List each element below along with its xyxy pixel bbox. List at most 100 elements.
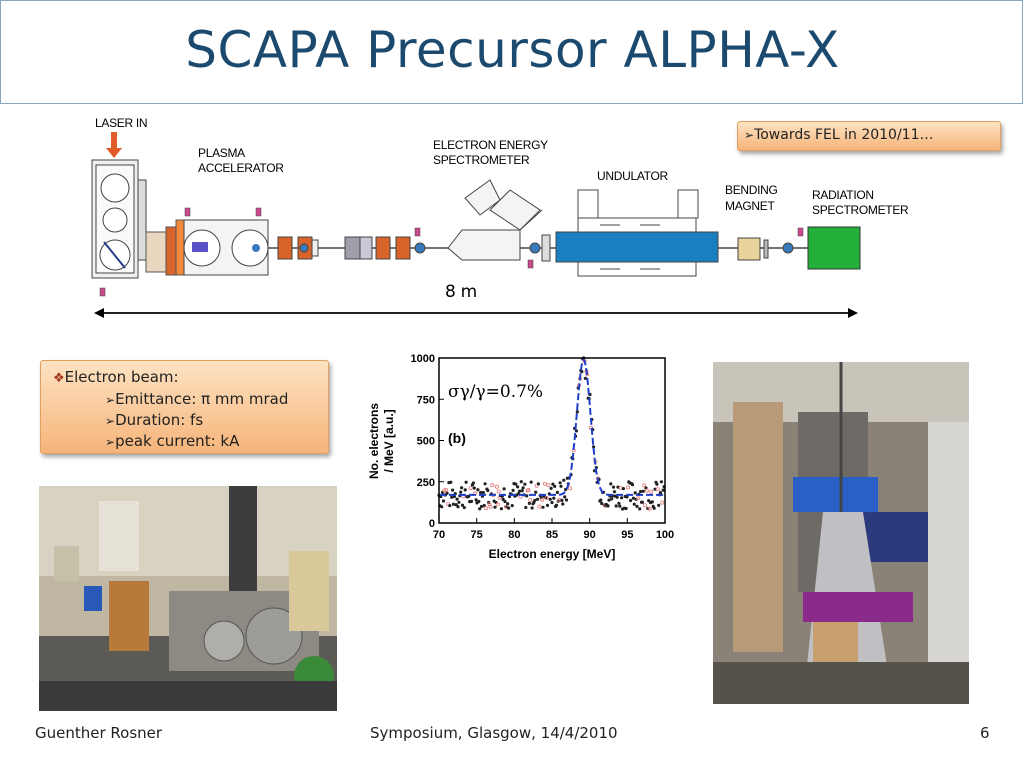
data-point <box>517 489 522 493</box>
data-point <box>612 490 616 494</box>
data-point <box>625 485 630 490</box>
label-espec: SPECTROMETER <box>433 153 530 167</box>
data-point <box>482 503 486 508</box>
y-tick-label: 250 <box>417 477 435 489</box>
lab-photo-right-image <box>713 362 969 704</box>
data-point <box>449 480 453 484</box>
data-point <box>599 498 603 502</box>
data-point <box>526 487 531 492</box>
undulator-magnet <box>555 189 719 277</box>
data-point <box>641 489 645 493</box>
data-point <box>502 487 506 491</box>
data-point <box>456 505 460 509</box>
y-tick-label: 1000 <box>411 353 435 365</box>
data-point <box>503 499 507 504</box>
y-axis-label-line2: / MeV [a.u.] <box>382 409 396 472</box>
label-length: 8 m <box>445 282 477 302</box>
data-point <box>620 496 624 500</box>
x-tick-label: 85 <box>546 529 558 541</box>
arrow-bullet-icon: ➢ <box>105 393 116 407</box>
data-point <box>560 498 564 502</box>
data-point <box>442 488 447 493</box>
data-point <box>483 482 487 486</box>
data-point <box>631 496 635 500</box>
lab-photo-right <box>713 362 969 704</box>
data-point <box>476 488 480 492</box>
data-point <box>592 445 596 449</box>
data-point <box>630 483 635 487</box>
x-tick-label: 95 <box>621 529 633 541</box>
data-point <box>638 507 642 511</box>
data-point <box>535 497 540 501</box>
data-point <box>479 490 483 495</box>
data-point <box>527 501 531 505</box>
data-point <box>469 499 474 503</box>
data-point <box>642 483 647 488</box>
beamline-schematic <box>91 132 861 318</box>
data-point <box>655 487 660 492</box>
data-point <box>610 497 614 501</box>
data-point <box>462 506 466 510</box>
data-point <box>455 497 459 501</box>
data-point <box>477 499 481 504</box>
data-point <box>490 483 495 488</box>
ebeam-item-text: peak current: kA <box>115 432 240 450</box>
data-point <box>472 486 476 490</box>
arrow-bullet-icon: ➢ <box>105 414 116 428</box>
data-point <box>555 490 559 494</box>
panel-label: (b) <box>448 430 466 446</box>
data-point <box>563 495 567 499</box>
data-point <box>514 482 518 486</box>
data-point <box>644 488 649 493</box>
data-point <box>562 478 566 482</box>
data-point <box>624 506 628 511</box>
data-point <box>625 495 629 499</box>
label-rad-spectrometer: SPECTROMETER <box>812 203 909 217</box>
fit-curve <box>439 358 665 496</box>
lab-photo-left <box>39 486 337 711</box>
data-point <box>494 484 499 489</box>
data-point <box>496 489 501 494</box>
data-point <box>609 482 613 486</box>
data-point <box>541 505 545 509</box>
data-point <box>658 491 663 495</box>
data-point <box>478 507 482 511</box>
data-point <box>554 503 559 507</box>
quadrupole-magnets <box>277 236 426 260</box>
diamond-bullet-icon: ❖ <box>53 371 65 386</box>
data-point <box>653 487 657 491</box>
page-number: 6 <box>980 724 990 742</box>
data-point <box>460 503 465 507</box>
data-point <box>536 482 540 486</box>
data-point <box>632 502 636 506</box>
data-point <box>530 506 534 510</box>
data-point <box>544 495 549 500</box>
interaction-chamber <box>91 159 147 279</box>
data-point <box>540 497 545 502</box>
data-point <box>519 480 523 484</box>
arrow-bullet-icon: ➢ <box>105 435 116 449</box>
data-point <box>650 500 654 504</box>
data-point <box>450 495 454 499</box>
ebeam-item-duration: ➢Duration: fs <box>53 410 328 431</box>
data-point <box>659 480 663 484</box>
data-point <box>471 481 475 485</box>
data-point <box>657 503 661 507</box>
data-point <box>463 488 467 492</box>
footer-author: Guenther Rosner <box>35 724 163 742</box>
data-point <box>533 498 537 502</box>
data-point <box>507 506 511 510</box>
data-point <box>561 502 565 506</box>
fel-callout: ➢Towards FEL in 2010/11… <box>737 121 1001 151</box>
data-point <box>600 501 604 506</box>
data-point <box>635 504 639 508</box>
data-point <box>633 491 637 495</box>
data-point <box>457 500 461 504</box>
data-point <box>524 505 528 510</box>
data-point <box>607 498 611 502</box>
data-point <box>495 502 500 507</box>
data-point <box>639 489 643 494</box>
y-tick-label: 500 <box>417 436 435 448</box>
